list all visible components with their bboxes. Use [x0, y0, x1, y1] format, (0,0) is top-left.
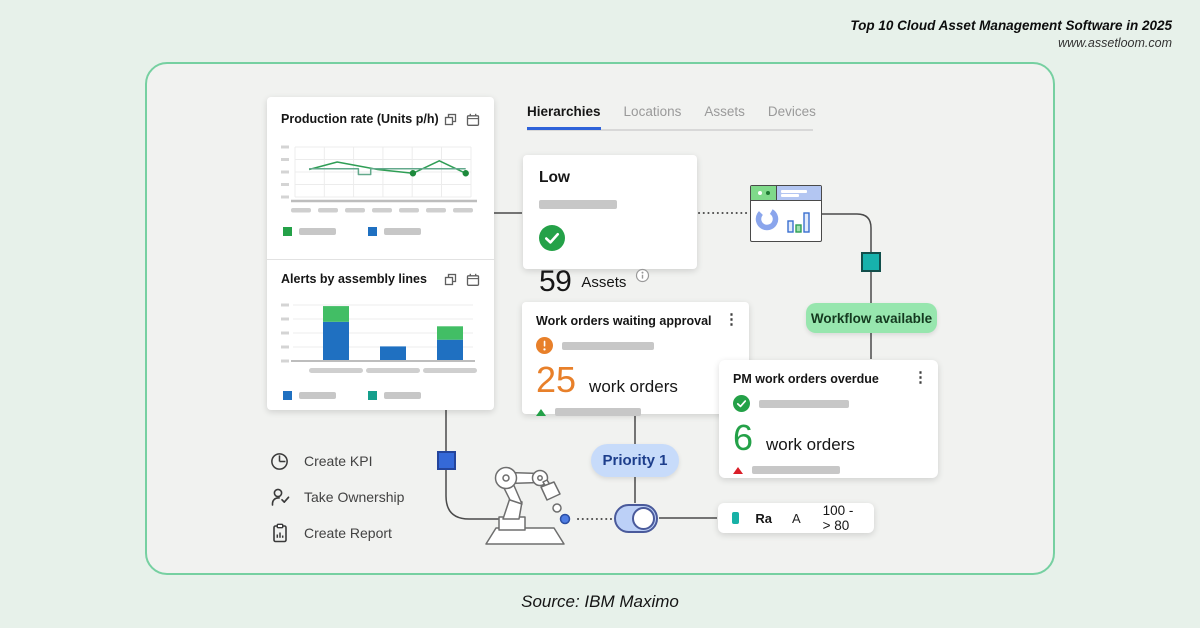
overdue-unit: work orders: [766, 435, 855, 454]
create-report-item[interactable]: Create Report: [268, 520, 404, 546]
overdue-card-title: PM work orders overdue: [733, 372, 879, 386]
dashboard-window-illustration: [750, 185, 822, 242]
low-card-title: Low: [539, 169, 570, 186]
toggle-switch[interactable]: [614, 504, 658, 533]
take-ownership-item[interactable]: Take Ownership: [268, 484, 404, 510]
production-chart-title: Production rate (Units p/h): [281, 112, 439, 126]
robot-shoulder-pin: [502, 474, 510, 482]
action-label: Take Ownership: [304, 489, 405, 505]
source-caption: Source: IBM Maximo: [521, 592, 679, 611]
low-asset-count: 59: [539, 265, 572, 298]
robot-gripper-bell: [540, 481, 561, 501]
waiting-unit: work orders: [589, 377, 678, 396]
window-dots: [751, 186, 777, 200]
tab-assets[interactable]: Assets: [704, 104, 745, 119]
pm-overdue-card: PM work orders overdue ⋮ 6 work orders: [719, 360, 938, 478]
toggle-knob: [632, 507, 655, 530]
tab-bar: Hierarchies Locations Assets Devices: [527, 104, 816, 130]
report-icon: [272, 523, 287, 543]
meter-card: Ra A 100 - > 80: [718, 503, 874, 533]
robot-tool-tip: [552, 503, 562, 513]
robot-wrist-pin: [537, 475, 543, 481]
meter-color-swatch: [732, 512, 740, 524]
donut-chart-icon: [755, 207, 779, 231]
mini-bar-blue: [787, 220, 794, 233]
trend-up-red-icon: [733, 466, 743, 474]
copy-icon[interactable]: [444, 273, 457, 286]
tab-hierarchies[interactable]: Hierarchies: [527, 104, 601, 130]
meter-label-secondary: A: [791, 510, 801, 526]
x-tick-placeholders: [309, 368, 477, 373]
robot-base-platform: [485, 527, 565, 545]
header-website: www.assetloom.com: [1058, 36, 1172, 50]
robot-arm-illustration: [485, 466, 571, 545]
y-tick-placeholders: [281, 303, 289, 363]
info-icon[interactable]: [635, 268, 650, 283]
check-circle-icon: [539, 225, 565, 251]
low-assets-card: Low 59 Assets: [523, 155, 697, 298]
charts-card: Production rate (Units p/h): [267, 97, 494, 410]
trend-up-icon: [536, 408, 546, 416]
meter-range: 100 - > 80: [822, 503, 854, 533]
waiting-count: 25: [536, 359, 577, 400]
create-kpi-item[interactable]: Create KPI: [268, 448, 404, 474]
copy-icon[interactable]: [444, 113, 457, 126]
priority-badge: Priority 1: [591, 444, 679, 477]
workflow-available-badge: Workflow available: [806, 303, 937, 333]
action-label: Create Report: [304, 525, 392, 541]
tab-devices[interactable]: Devices: [767, 104, 816, 119]
warning-circle-icon: [536, 337, 553, 354]
dashboard-widgets: [755, 207, 810, 233]
user-check-icon: [271, 488, 289, 506]
alerts-chart-legend: [283, 391, 421, 400]
robot-signal-dot: [559, 513, 571, 525]
mini-bar-blue-tall: [803, 212, 810, 233]
check-circle-icon: [733, 395, 750, 412]
x-tick-placeholders: [291, 208, 473, 213]
production-chart-header: Production rate (Units p/h): [281, 112, 480, 126]
production-chart-legend: [283, 227, 421, 236]
alerts-chart-title: Alerts by assembly lines: [281, 272, 427, 286]
waiting-approval-card: Work orders waiting approval ⋮ 25 work o…: [522, 302, 749, 416]
low-asset-unit: Assets: [581, 273, 627, 291]
header-title: Top 10 Cloud Asset Management Software i…: [850, 18, 1172, 33]
meter-label-bold: Ra: [755, 510, 772, 526]
robot-lower-arm: [502, 497, 523, 520]
tab-locations[interactable]: Locations: [623, 104, 682, 119]
overdue-count: 6: [733, 417, 754, 458]
production-line-chart: [281, 145, 477, 213]
calendar-icon[interactable]: [466, 113, 480, 126]
y-tick-placeholders: [281, 145, 289, 199]
mini-bar-green: [795, 224, 802, 233]
tabs-underline: [527, 129, 813, 131]
waiting-card-title: Work orders waiting approval: [536, 314, 712, 328]
header: Top 10 Cloud Asset Management Software i…: [850, 18, 1172, 50]
overflow-menu-icon[interactable]: ⋮: [913, 369, 928, 386]
action-label: Create KPI: [304, 453, 373, 469]
alerts-bar-chart: [281, 303, 477, 373]
overflow-menu-icon[interactable]: ⋮: [724, 311, 739, 328]
window-titlebar-lines: [777, 186, 821, 200]
kpi-clock-icon: [271, 452, 288, 470]
action-menu: Create KPI Take Ownership: [268, 448, 404, 556]
alerts-chart-header: Alerts by assembly lines: [281, 272, 480, 286]
calendar-icon[interactable]: [466, 273, 480, 286]
card-divider: [267, 259, 494, 260]
